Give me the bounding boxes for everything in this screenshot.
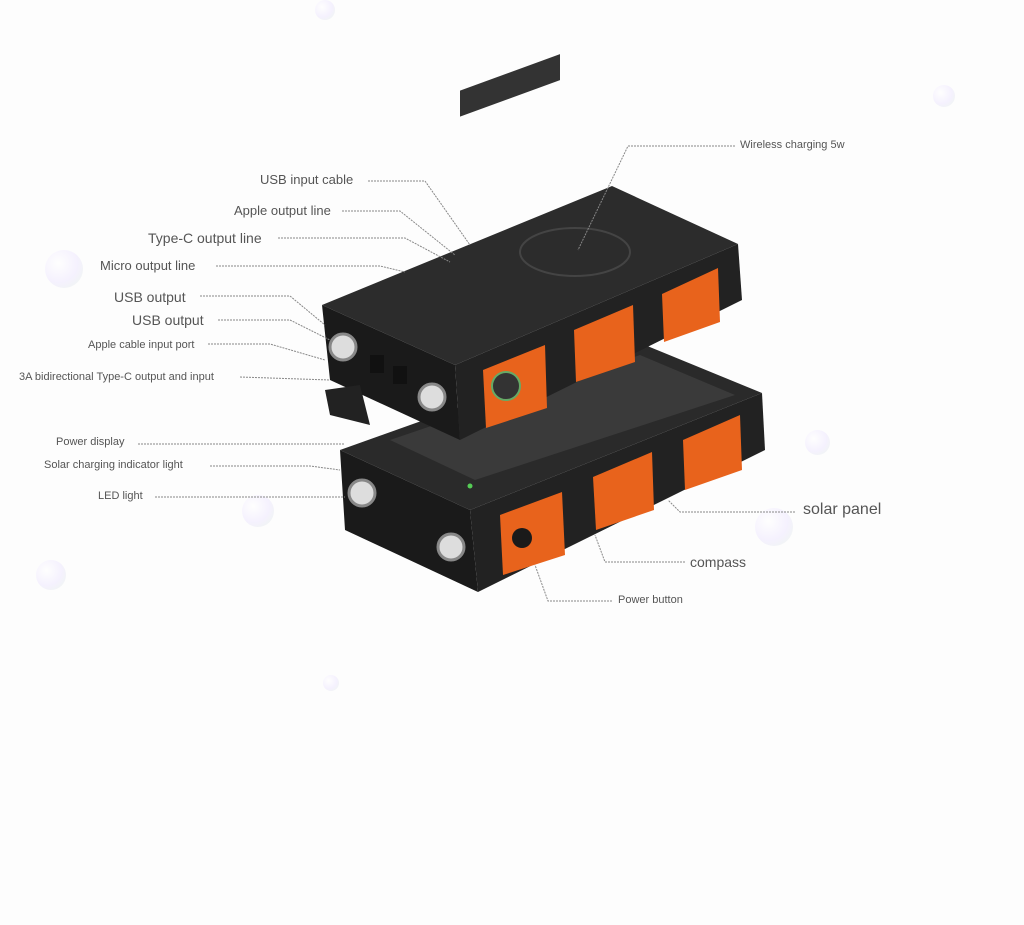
leader-lines (138, 145, 795, 602)
bubble-decoration (315, 0, 335, 20)
label-power-display: Power display (56, 436, 125, 448)
led-light-icon (328, 332, 358, 362)
bubble-decoration (933, 85, 955, 107)
label-compass: compass (690, 554, 747, 570)
label-micro-output-line: Micro output line (100, 258, 196, 273)
label-usb-output-2: USB output (132, 312, 204, 328)
label-wireless-charging: Wireless charging 5w (740, 139, 845, 151)
power-button-icon (512, 528, 532, 548)
orange-grip (593, 452, 654, 530)
cable-clip (325, 385, 370, 425)
led-light-icon (436, 532, 466, 562)
bubble-decoration (45, 250, 83, 288)
bubble-decoration (805, 430, 830, 455)
label-led-light: LED light (98, 490, 143, 502)
label-type-c-output-line: Type-C output line (148, 230, 262, 246)
orange-grip (683, 415, 742, 490)
bubble-decoration (242, 495, 274, 527)
usb-port (393, 366, 407, 384)
label-power-button: Power button (618, 594, 683, 606)
orange-grip (662, 268, 720, 342)
solar-panel (390, 355, 735, 480)
bottom-power-bank (340, 343, 765, 592)
orange-grip (500, 492, 565, 575)
bubble-decoration (36, 560, 66, 590)
usb-port (370, 355, 384, 373)
orange-grip (574, 305, 635, 382)
bubble-decoration (323, 675, 339, 691)
top-power-bank (322, 54, 742, 440)
label-solar-indicator: Solar charging indicator light (44, 459, 183, 471)
label-apple-output-line: Apple output line (234, 203, 331, 218)
bubble-decoration (755, 508, 793, 546)
led-light-icon (417, 382, 447, 412)
label-apple-cable-input-port: Apple cable input port (88, 339, 195, 351)
led-light-icon (347, 478, 377, 508)
label-usb-output-1: USB output (114, 289, 186, 305)
wireless-charging-pad (519, 227, 631, 277)
label-type-c-bidirectional: 3A bidirectional Type-C output and input (19, 371, 214, 383)
compass-icon (491, 371, 521, 401)
label-usb-input-cable: USB input cable (260, 172, 354, 187)
label-solar-panel: solar panel (803, 501, 882, 518)
